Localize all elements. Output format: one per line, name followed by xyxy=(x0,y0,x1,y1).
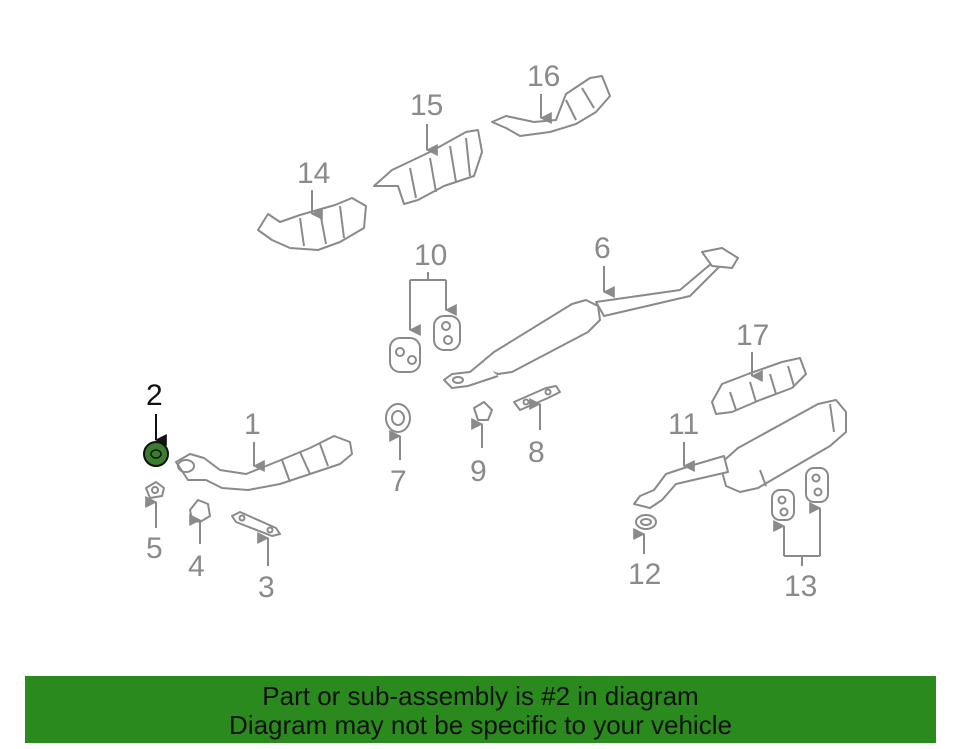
part-11-muffler[interactable] xyxy=(633,399,847,509)
part-5-hanger[interactable] xyxy=(145,481,165,499)
exhaust-parts-diagram: 14 15 16 10 6 17 xyxy=(143,60,847,604)
callout-9: 9 xyxy=(470,455,487,488)
part-14-heat-shield[interactable] xyxy=(257,197,367,251)
part-17-heat-shield[interactable] xyxy=(711,357,807,415)
callout-7: 7 xyxy=(390,465,407,498)
part-8-gasket[interactable] xyxy=(513,385,561,411)
part-1-front-pipe[interactable] xyxy=(175,435,353,491)
part-13-rubber-hanger-b[interactable] xyxy=(805,467,829,503)
part-16-heat-shield[interactable] xyxy=(491,75,611,137)
part-7-gasket[interactable] xyxy=(385,403,411,433)
callout-4: 4 xyxy=(188,550,205,583)
callout-11: 11 xyxy=(668,408,699,441)
callout-5: 5 xyxy=(146,532,163,565)
callout-13: 13 xyxy=(784,570,817,603)
part-2-gasket-highlighted[interactable] xyxy=(143,441,169,467)
callout-14: 14 xyxy=(297,157,330,190)
part-10-rubber-hanger-a[interactable] xyxy=(389,337,421,373)
callout-2: 2 xyxy=(146,379,163,412)
part-4-gasket[interactable] xyxy=(189,499,211,523)
part-10-rubber-hanger-b[interactable] xyxy=(433,315,461,351)
callout-1: 1 xyxy=(244,408,261,441)
part-9-hanger[interactable] xyxy=(473,401,493,421)
part-13-rubber-hanger-a[interactable] xyxy=(771,489,795,521)
part-15-heat-shield[interactable] xyxy=(373,129,483,205)
callout-3: 3 xyxy=(258,571,275,604)
callout-12: 12 xyxy=(628,558,661,591)
part-3-gasket[interactable] xyxy=(231,511,281,537)
callout-10: 10 xyxy=(414,239,447,272)
callout-6: 6 xyxy=(594,232,611,265)
callout-16: 16 xyxy=(527,60,560,93)
banner-line-2: Diagram may not be specific to your vehi… xyxy=(229,710,732,740)
banner-line-1: Part or sub-assembly is #2 in diagram xyxy=(262,681,699,711)
callout-8: 8 xyxy=(528,436,545,469)
part-12-gasket[interactable] xyxy=(635,514,657,530)
notice-banner: Part or sub-assembly is #2 in diagram Di… xyxy=(25,676,936,743)
callout-17: 17 xyxy=(736,319,769,352)
part-6-center-pipe[interactable] xyxy=(443,247,739,389)
callout-15: 15 xyxy=(410,89,443,122)
